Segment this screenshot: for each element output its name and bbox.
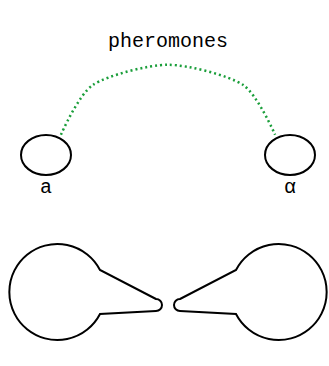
- cell-circle: α: [264, 134, 316, 176]
- left-shmoo: [9, 244, 162, 340]
- signal-label: pheromones: [105, 31, 231, 53]
- pheromone-signal: [61, 65, 275, 135]
- mating-type-label: α: [284, 177, 296, 199]
- cell-outline: [20, 134, 72, 176]
- mating-type-label: a: [40, 177, 52, 199]
- cell-outline: [264, 134, 316, 176]
- cell-circle: a: [20, 134, 72, 176]
- right-shmoo: [174, 244, 327, 340]
